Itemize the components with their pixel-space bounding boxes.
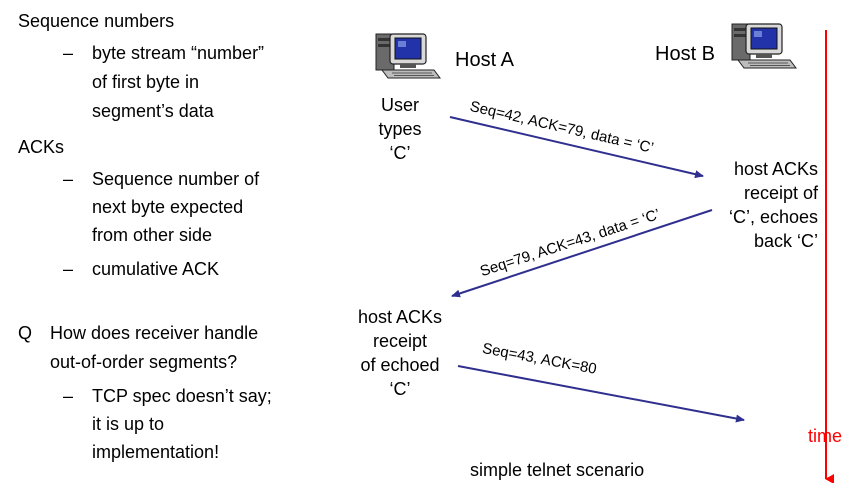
q-label: Q (18, 323, 33, 343)
host-a-ack-line-2: receipt (372, 331, 428, 351)
q-line-1: How does receiver handle (50, 323, 259, 343)
acks-bullet1-line-2: next byte expected (92, 197, 244, 217)
diagram-caption: simple telnet scenario (470, 460, 645, 480)
acks-bullet1-line-1: Sequence number of (92, 169, 260, 189)
user-types-line-2: types (378, 119, 422, 139)
user-types-line-1: User (380, 95, 419, 115)
host-a-ack-line-3: of echoed (360, 355, 440, 375)
bullet-dash: – (63, 386, 74, 406)
host-b-ack-line-2: receipt of (743, 183, 818, 203)
host-b-label: Host B (655, 43, 716, 65)
time-label: time (808, 426, 843, 446)
seq-bullet-line-3: segment’s data (92, 101, 214, 121)
acks-bullet2: cumulative ACK (92, 259, 220, 279)
seq-bullet-line-2: of first byte in (92, 72, 200, 92)
host-a-ack-line-1: host ACKs (357, 307, 443, 327)
q-bullet-line-1: TCP spec doesn’t say; (92, 386, 272, 406)
computer-icon (375, 33, 441, 79)
q-bullet-line-3: implementation! (92, 442, 220, 462)
host-b-ack-line-4: back ‘C’ (753, 231, 818, 251)
acks-heading: ACKs (18, 137, 65, 157)
host-a-label: Host A (455, 49, 514, 71)
host-a-ack-line-4: ‘C’ (389, 379, 411, 399)
message-arrow-2 (451, 209, 713, 298)
q-bullet-line-2: it is up to (92, 414, 165, 434)
q-line-2: out-of-order segments? (50, 352, 238, 372)
host-b-ack-line-3: ‘C’, echoes (728, 207, 818, 227)
message-arrow-1 (449, 116, 704, 179)
computer-icon (731, 23, 797, 69)
host-b-ack-line-1: host ACKs (733, 159, 818, 179)
user-types-line-3: ‘C’ (389, 143, 411, 163)
message-arrow-3 (457, 365, 745, 423)
bullet-dash: – (63, 43, 74, 63)
seq-bullet-line-1: byte stream “number” (92, 43, 265, 63)
bullet-dash: – (63, 169, 74, 189)
seq-heading: Sequence numbers (18, 11, 175, 31)
acks-bullet1-line-3: from other side (92, 225, 213, 245)
bullet-dash: – (63, 259, 74, 279)
